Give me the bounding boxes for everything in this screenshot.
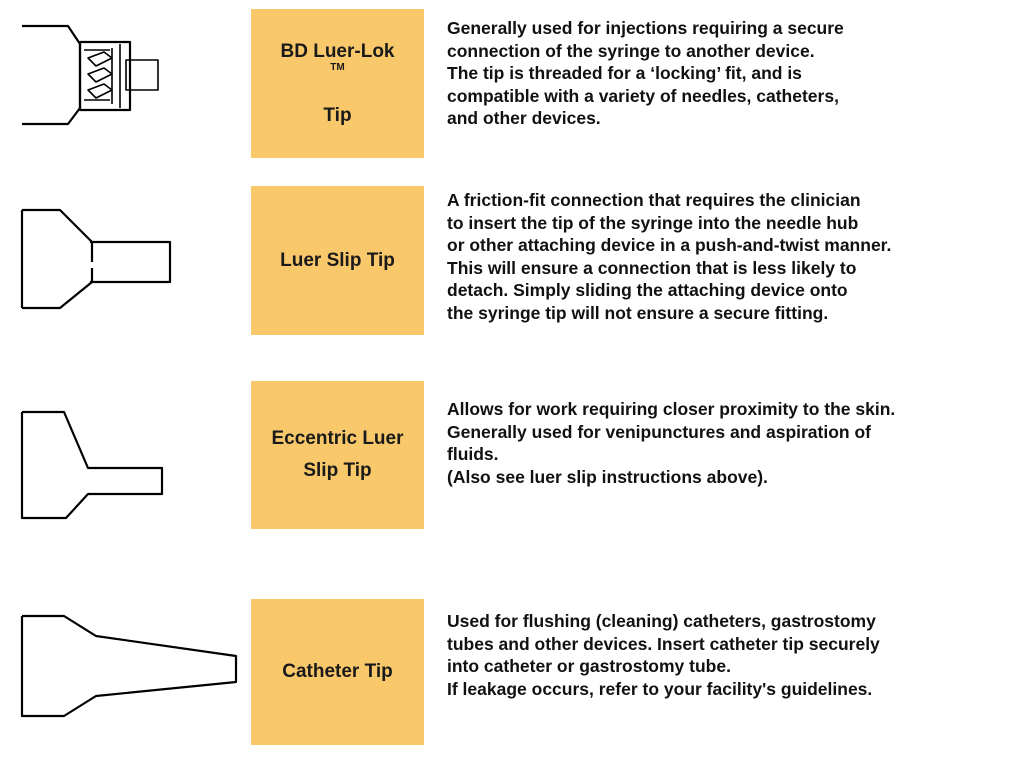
tip-description-luer-slip: A friction-fit connection that requires … xyxy=(447,190,892,323)
eccentric-luer-slip-tip-icon xyxy=(0,370,240,570)
tip-row-eccentric-luer-slip: Eccentric Luer Slip Tip Allows for work … xyxy=(0,370,1024,570)
tip-row-catheter: Catheter Tip Used for flushing (cleaning… xyxy=(0,570,1024,768)
luer-slip-tip-icon xyxy=(0,170,240,370)
tip-label-luer-slip: Luer Slip Tip xyxy=(251,186,424,335)
tip-label-eccentric-luer-slip: Eccentric Luer Slip Tip xyxy=(251,381,424,529)
tip-label-catheter: Catheter Tip xyxy=(251,599,424,745)
catheter-tip-icon xyxy=(0,570,260,768)
tip-row-luer-slip: Luer Slip Tip A friction-fit connection … xyxy=(0,170,1024,370)
luer-lok-tip-icon xyxy=(0,0,240,170)
tip-description-luer-lok: Generally used for injections requiring … xyxy=(447,18,844,128)
tip-description-eccentric-luer-slip: Allows for work requiring closer proximi… xyxy=(447,399,896,487)
tip-description-catheter: Used for flushing (cleaning) catheters, … xyxy=(447,611,880,699)
